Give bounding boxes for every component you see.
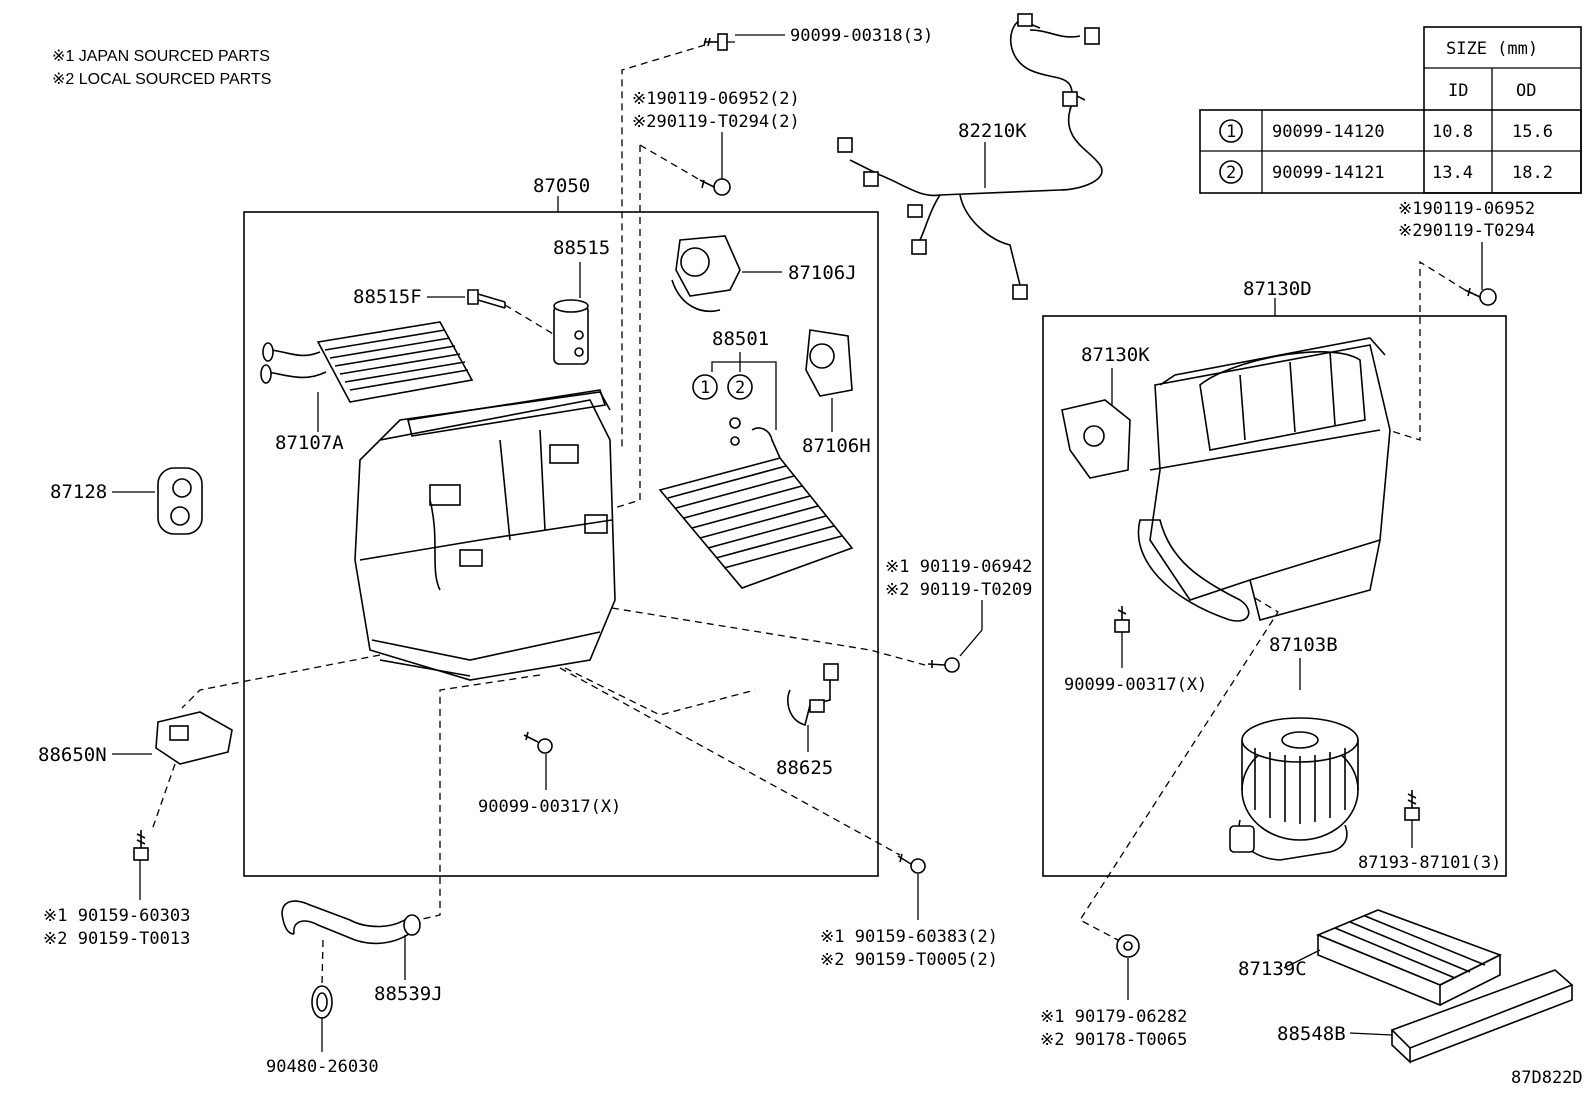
assembly-box-87050: [243, 211, 879, 877]
servo-motor-87106H-icon: [805, 329, 853, 397]
ref-circle-88501-2: [727, 374, 753, 400]
size-table-row-2-part: 90099-14121: [1272, 163, 1385, 183]
label-88515: 88515: [553, 237, 610, 259]
size-table-row-1-id: 10.8: [1432, 122, 1473, 142]
wire-harness-82210K-icon: [837, 13, 1103, 300]
label-90099-00317-center: 90099-00317(X): [478, 797, 621, 817]
screw-90159-60383-icon: [897, 853, 926, 874]
label-290119-T0294: ※290119-T0294: [1398, 221, 1535, 241]
screw-90119-06952-right-icon: [1464, 287, 1497, 306]
label-290119-T0294-2: ※290119-T0294(2): [632, 112, 800, 132]
label-82210K: 82210K: [958, 120, 1027, 142]
expansion-valve-88515-icon: [553, 299, 589, 365]
label-87128: 87128: [50, 481, 107, 503]
hvac-unit-icon: [354, 389, 616, 681]
ref-88501-2-text: 2: [735, 378, 745, 398]
label-88650N: 88650N: [38, 744, 107, 766]
screw-90119-06942-icon: [927, 657, 960, 673]
diagram-code: 87D822D: [1511, 1068, 1583, 1088]
sensor-88650N-icon: [155, 711, 233, 765]
servo-motor-87106J-icon: [671, 235, 741, 312]
label-87050: 87050: [533, 175, 590, 197]
label-87130K: 87130K: [1081, 344, 1150, 366]
label-88539J: 88539J: [374, 983, 443, 1005]
label-87193-87101: 87193-87101(3): [1358, 853, 1501, 873]
note-japan-sourced: ※1 JAPAN SOURCED PARTS: [52, 48, 270, 65]
label-87139C: 87139C: [1238, 958, 1307, 980]
label-90099-00317-right: 90099-00317(X): [1064, 675, 1207, 695]
label-90099-00318: 90099-00318(3): [790, 26, 933, 46]
screw-90159-60303-icon: [133, 830, 149, 861]
o-ring-small-icon: [730, 436, 740, 446]
size-table-col-od: OD: [1516, 81, 1536, 101]
nut-90179-06282-icon: [1116, 934, 1140, 958]
servo-motor-87130K-icon: [1061, 399, 1131, 479]
label-88515F: 88515F: [353, 286, 422, 308]
screw-90099-00317-center-icon: [523, 731, 553, 754]
label-88548B: 88548B: [1277, 1023, 1346, 1045]
label-87103B: 87103B: [1269, 634, 1338, 656]
heater-core-87107A-icon: [260, 321, 474, 403]
size-table-row-1-ref: 1: [1226, 122, 1236, 142]
label-87106H: 87106H: [802, 435, 871, 457]
evaporator-icon: [658, 427, 854, 589]
size-table-row-1-od: 15.6: [1512, 122, 1553, 142]
size-table-row-2-od: 18.2: [1512, 163, 1553, 183]
label-290159-T0013: ※2 90159-T0013: [43, 929, 190, 949]
screw-90119-06952-icon: [699, 178, 731, 196]
blower-motor-87103B-icon: [1229, 717, 1359, 861]
size-table-col-id: ID: [1448, 81, 1468, 101]
sensor-88625-icon: [787, 663, 839, 727]
label-87106J: 87106J: [788, 262, 857, 284]
label-190179-06282: ※1 90179-06282: [1040, 1007, 1187, 1027]
size-table-row-1-part: 90099-14120: [1272, 122, 1385, 142]
grommet-90480-26030-icon: [311, 985, 333, 1019]
size-table-row-2-id: 13.4: [1432, 163, 1473, 183]
o-ring-icon: [729, 417, 741, 429]
grommet-87128-icon: [157, 467, 203, 535]
ref-88501-1-text: 1: [700, 378, 710, 398]
blower-case-icon: [1137, 337, 1391, 622]
label-88625: 88625: [776, 757, 833, 779]
label-87107A: 87107A: [275, 432, 344, 454]
screw-90099-00317-right-icon: [1114, 606, 1130, 633]
size-table-row-2-ref: 2: [1226, 163, 1236, 183]
drain-hose-88539J-icon: [281, 900, 421, 945]
label-87130D: 87130D: [1243, 278, 1312, 300]
label-88501: 88501: [712, 328, 769, 350]
ref-circle-88501-1: [692, 374, 718, 400]
label-190119-06952: ※190119-06952: [1398, 199, 1535, 219]
label-190119-06942: ※1 90119-06942: [885, 557, 1032, 577]
label-190119-06952-2: ※190119-06952(2): [632, 89, 800, 109]
ref-circle-2: [1219, 160, 1243, 184]
label-190159-60383: ※1 90159-60383(2): [820, 927, 998, 947]
screw-87193-87101-icon: [1404, 790, 1420, 821]
air-filter-87139C-icon: [1315, 909, 1503, 1007]
screw-90099-00318-icon: [703, 33, 735, 51]
label-190159-60303: ※1 90159-60303: [43, 906, 190, 926]
note-local-sourced: ※2 LOCAL SOURCED PARTS: [52, 71, 271, 88]
label-290178-T0065: ※2 90178-T0065: [1040, 1030, 1187, 1050]
size-table: SIZE (mm) ID OD 1 90099-14120 10.8 15.6 …: [1199, 26, 1582, 194]
filter-cover-88548B-icon: [1390, 969, 1574, 1064]
label-290119-T0209: ※2 90119-T0209: [885, 580, 1032, 600]
size-table-header: SIZE (mm): [1446, 39, 1538, 59]
bolt-88515F-icon: [467, 289, 506, 309]
label-90480-26030: 90480-26030: [266, 1057, 379, 1077]
ref-circle-1: [1219, 119, 1243, 143]
label-290159-T0005: ※2 90159-T0005(2): [820, 950, 998, 970]
